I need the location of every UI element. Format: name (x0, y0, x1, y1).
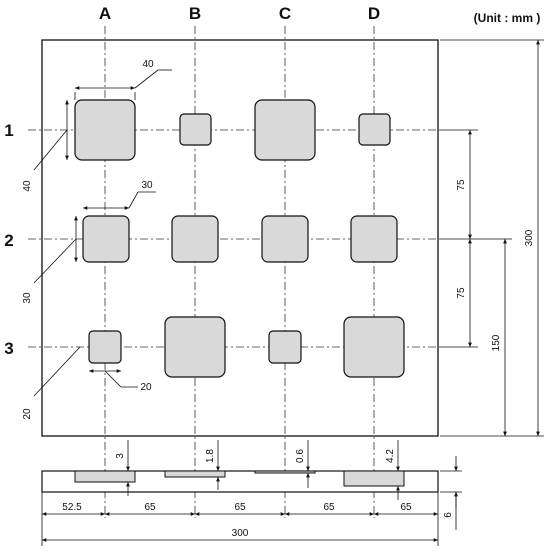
callout-40 (33, 69, 172, 171)
depth-dimensions (126, 440, 400, 500)
recess-a (74, 470, 136, 483)
dim-spacing-ab: 65 (144, 502, 156, 513)
plate-outline (41, 39, 439, 437)
recess-c (254, 470, 316, 474)
dim-total-width: 300 (232, 528, 249, 539)
dim-row-spacing-2: 75 (456, 287, 467, 299)
row-label-2: 2 (4, 231, 13, 250)
unit-label: (Unit : mm ) (474, 11, 541, 25)
dim-to-row3: 150 (491, 334, 502, 351)
depth-label-b: 1.8 (205, 449, 216, 463)
dim-offset-d: 65 (400, 502, 412, 513)
hole-c3 (268, 330, 302, 364)
hole-c1 (254, 99, 316, 161)
recess-b (164, 470, 226, 478)
hole-b3 (164, 316, 226, 378)
hole-d3 (343, 316, 405, 378)
right-dimensions (440, 39, 544, 437)
hole-b1 (179, 113, 212, 146)
hole-a3 (88, 330, 122, 364)
section-plate (41, 470, 439, 493)
dim-total-height: 300 (524, 229, 535, 246)
dim-spacing-cd: 65 (323, 502, 335, 513)
depth-label-d: 4.2 (385, 449, 396, 463)
row-label-1: 1 (4, 121, 13, 140)
hole-d1 (358, 113, 391, 146)
holes-group (74, 99, 405, 378)
thickness-label: 6 (443, 512, 454, 518)
column-label-d: D (368, 4, 380, 23)
dim-row-spacing-1: 75 (456, 179, 467, 191)
callout-40-width-label: 40 (142, 59, 154, 70)
hole-b2 (171, 215, 219, 263)
recess-d (343, 470, 405, 487)
column-label-a: A (99, 4, 111, 23)
row-label-3: 3 (4, 339, 13, 358)
callout-20-height-label: 20 (22, 408, 33, 420)
dim-offset-a: 52.5 (62, 502, 82, 513)
section-recesses (74, 470, 405, 487)
callout-20-width-label: 20 (140, 382, 152, 393)
column-label-c: C (279, 4, 291, 23)
callout-40-height-label: 40 (22, 180, 33, 192)
depth-label-a: 3 (115, 453, 126, 459)
callout-30-width-label: 30 (141, 180, 153, 191)
bottom-dimensions (41, 492, 439, 546)
callout-20 (33, 346, 138, 397)
callout-30-height-label: 30 (22, 292, 33, 304)
callout-30 (33, 191, 156, 284)
hole-a1 (74, 99, 136, 161)
depth-label-c: 0.6 (295, 449, 306, 463)
dim-spacing-bc: 65 (234, 502, 246, 513)
hole-d2 (350, 215, 398, 263)
hole-a2 (82, 215, 130, 263)
thickness-dimension (440, 456, 462, 530)
column-label-b: B (189, 4, 201, 23)
hole-c2 (261, 215, 309, 263)
